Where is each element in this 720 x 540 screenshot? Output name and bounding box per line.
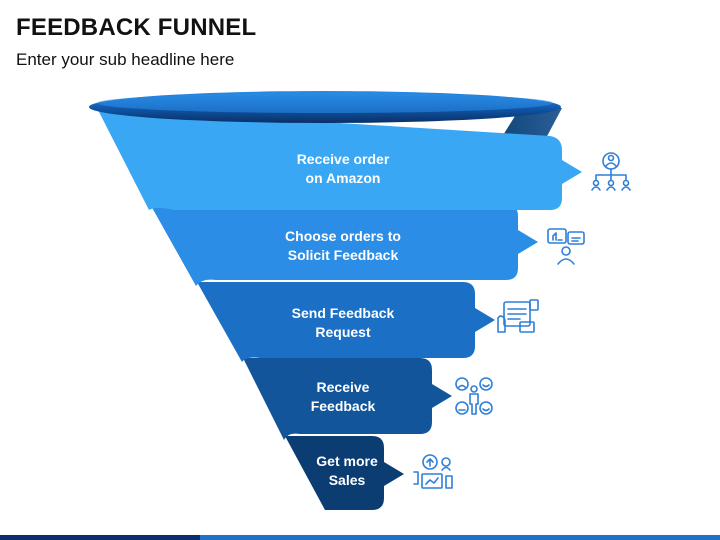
page-title: FEEDBACK FUNNEL — [16, 14, 257, 41]
sales-growth-icon — [413, 454, 453, 489]
funnel-stage-1 — [97, 108, 582, 210]
feedback-document-icon — [497, 299, 539, 333]
feedback-review-icon — [547, 228, 585, 265]
funnel-stage-2 — [150, 204, 538, 286]
funnel-stage-4 — [243, 358, 452, 440]
organization-chart-icon — [591, 152, 631, 191]
funnel-stage-3 — [197, 282, 495, 362]
page-subtitle: Enter your sub headline here — [16, 50, 235, 69]
funnel-stage-5 — [285, 436, 404, 510]
stage-1-label: Receive order on Amazon — [296, 151, 390, 186]
footer-accent-bar — [0, 535, 720, 540]
stage-3-label: Send Feedback Request — [291, 305, 395, 340]
customer-emotions-icon — [455, 377, 493, 415]
stage-5-label: Get more Sales — [316, 453, 378, 488]
stage-2-label: Choose orders to Solicit Feedback — [285, 228, 401, 263]
stage-4-label: Receive Feedback — [310, 379, 376, 414]
